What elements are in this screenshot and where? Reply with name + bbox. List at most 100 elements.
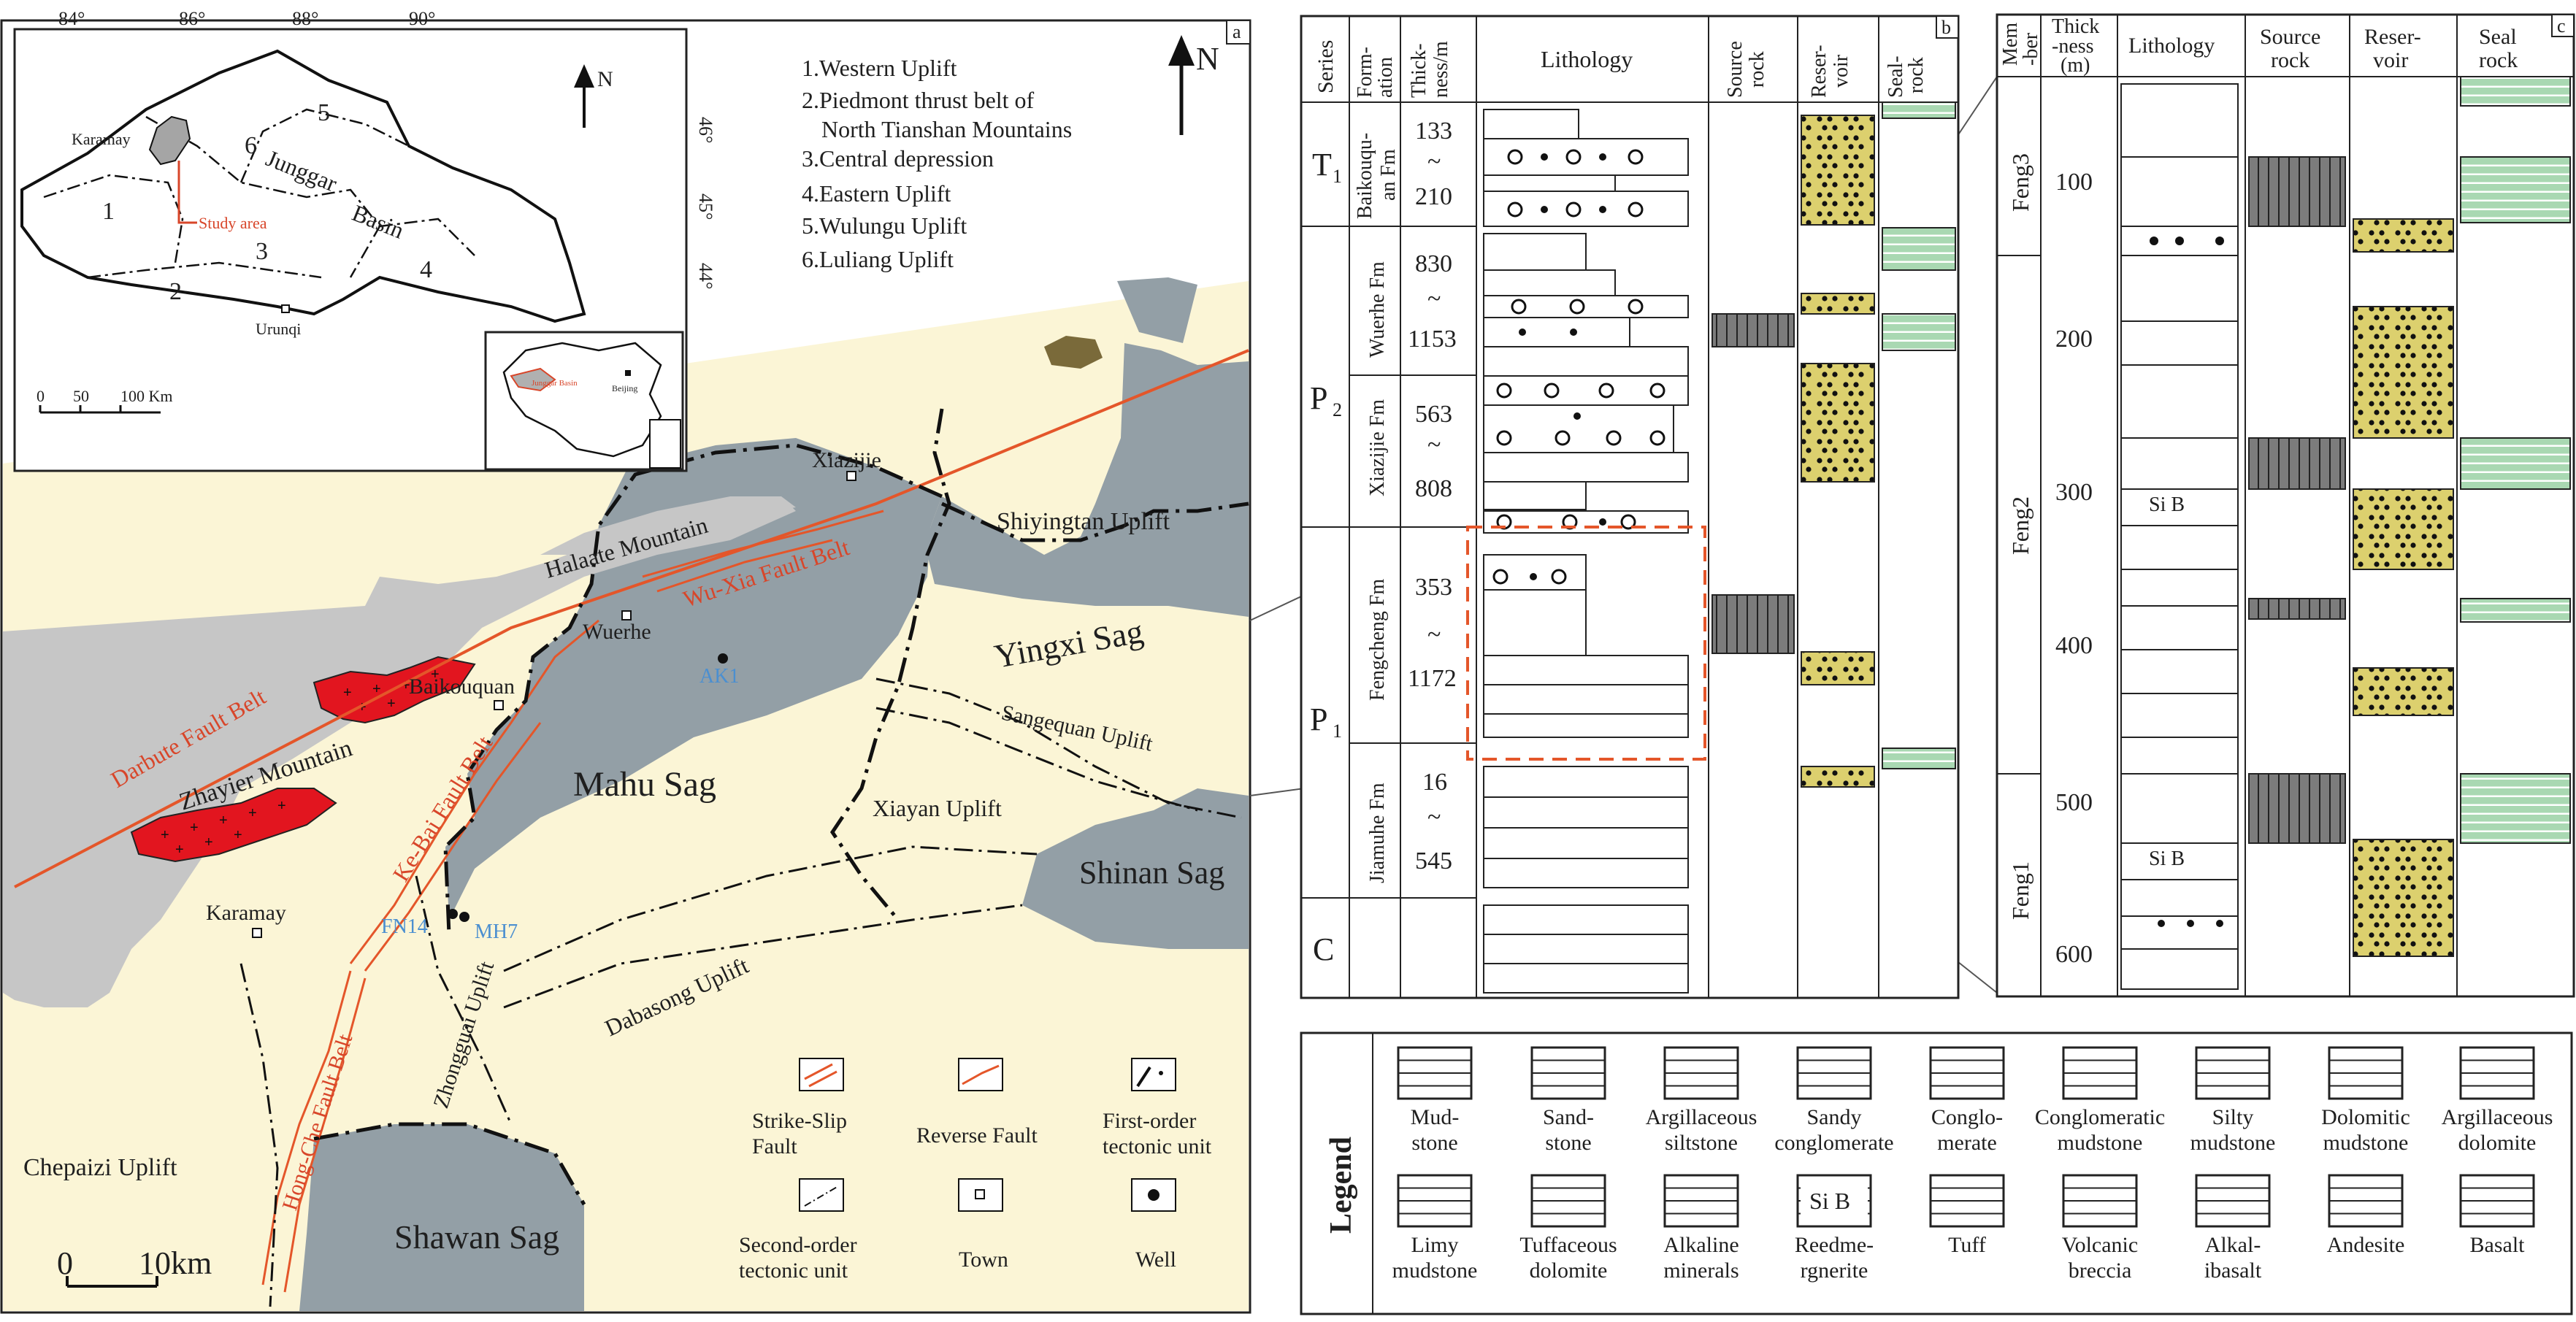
source-rock-block bbox=[2248, 437, 2346, 490]
town-marker bbox=[846, 471, 856, 481]
urumqi-label: Urunqi bbox=[256, 320, 301, 338]
xiazijie-label: Xiazijie bbox=[812, 448, 881, 472]
panel-c-column: Mem -ber Thick -ness (m) Lithology Sourc… bbox=[1996, 13, 2575, 998]
header-reservoir: Reser- bbox=[1808, 45, 1831, 98]
reservoir-block bbox=[1801, 766, 1875, 788]
header-lithology: Lithology bbox=[1541, 46, 1633, 72]
svg-text:16: 16 bbox=[1422, 769, 1447, 796]
reservoir-block bbox=[2353, 306, 2454, 439]
xiayan-label: Xiayan Uplift bbox=[873, 795, 1002, 821]
legend-caption: Silty bbox=[2212, 1105, 2254, 1129]
formation-labels: Baikouqu- an Fm Wuerhe Fm Xiazijie Fm Fe… bbox=[1354, 133, 1400, 883]
legend-caption: Alkal- bbox=[2205, 1233, 2261, 1257]
legend-caption: Dolomitic bbox=[2321, 1105, 2410, 1129]
panel-b-lithology bbox=[1483, 109, 1689, 994]
legend-caption: Limy bbox=[1411, 1233, 1459, 1257]
region-number: 4 bbox=[420, 256, 432, 283]
legend-si-b: Si B bbox=[1809, 1188, 1850, 1214]
study-area-patch bbox=[148, 115, 191, 166]
legend-caption: merate bbox=[1937, 1131, 1997, 1155]
region-number: 6 bbox=[245, 132, 257, 159]
legend-caption: siltstone bbox=[1665, 1131, 1738, 1155]
svg-text:Jiamuhe Fm: Jiamuhe Fm bbox=[1366, 783, 1389, 883]
svg-text:200: 200 bbox=[2055, 326, 2093, 353]
karamay-label: Karamay bbox=[206, 901, 286, 925]
svg-text:210: 210 bbox=[1415, 183, 1452, 210]
si-b-label: Si B bbox=[2149, 848, 2185, 870]
legend-caption: mudstone bbox=[2323, 1131, 2409, 1155]
panel-letter-b: b bbox=[1941, 17, 1951, 38]
svg-text:~: ~ bbox=[1427, 621, 1441, 648]
svg-text:Well: Well bbox=[1135, 1248, 1176, 1272]
lon-label: 90° bbox=[409, 8, 435, 29]
second-order-boundaries bbox=[239, 677, 1242, 1307]
svg-text:600: 600 bbox=[2055, 941, 2093, 968]
seal-rock-block bbox=[1882, 227, 1956, 271]
shinan-sag bbox=[1022, 788, 1249, 949]
source-rock-block bbox=[1711, 313, 1795, 347]
shiyingtan-label: Shiyingtan Uplift bbox=[997, 508, 1170, 535]
fn14-label: FN14 bbox=[381, 915, 428, 938]
region-number: 1 bbox=[102, 198, 115, 225]
reservoir-block bbox=[1801, 363, 1875, 483]
fengcheng-highlight-box bbox=[1466, 526, 1706, 761]
study-area-leader bbox=[177, 161, 197, 224]
beijing-label: Beijing bbox=[612, 383, 637, 393]
svg-text:First-order: First-order bbox=[1103, 1109, 1196, 1133]
lithology-legend: Legend Mud-stoneSand-stoneArgillaceoussi… bbox=[1300, 1031, 2573, 1315]
basin-outline bbox=[20, 49, 586, 323]
svg-text:+: + bbox=[431, 666, 440, 683]
shawan-label: Shawan Sag bbox=[394, 1218, 559, 1256]
svg-text:2: 2 bbox=[1333, 399, 1342, 420]
svg-text:+: + bbox=[402, 677, 410, 693]
legend-caption: Mud- bbox=[1411, 1105, 1460, 1129]
header-thickness: Thick- bbox=[1408, 43, 1430, 98]
svg-text:44°: 44° bbox=[695, 263, 716, 289]
header-source: rock bbox=[1746, 51, 1768, 88]
seal-rock-block bbox=[2460, 76, 2571, 107]
svg-text:N: N bbox=[1196, 41, 1219, 77]
source-rock-block bbox=[2248, 598, 2346, 620]
header-reservoir: Reser- bbox=[2364, 25, 2421, 49]
map-legend-bg bbox=[781, 1051, 1246, 1296]
si-b-label: Si B bbox=[2149, 493, 2185, 516]
shawan-sag bbox=[299, 1124, 584, 1311]
svg-text:3.Central depression: 3.Central depression bbox=[802, 145, 994, 172]
svg-text:100: 100 bbox=[2055, 169, 2093, 196]
svg-text:1153: 1153 bbox=[1408, 326, 1457, 353]
header-formation: ation bbox=[1374, 57, 1397, 98]
legend-caption: dolomite bbox=[2458, 1131, 2537, 1155]
svg-text:46°: 46° bbox=[695, 117, 716, 143]
seal-rock-block bbox=[2460, 156, 2571, 223]
header-seal: rock bbox=[1905, 57, 1928, 93]
well-marker bbox=[448, 909, 458, 919]
svg-text:+: + bbox=[175, 842, 184, 858]
svg-text:Fault: Fault bbox=[752, 1134, 797, 1158]
seal-rock-block bbox=[1882, 748, 1956, 769]
header-seal: Seal bbox=[2479, 25, 2517, 49]
svg-text:400: 400 bbox=[2055, 632, 2093, 659]
header-formation: Form- bbox=[1354, 47, 1376, 98]
svg-text:P: P bbox=[1310, 380, 1327, 416]
panel-letter-box bbox=[1936, 15, 1959, 39]
legend-caption: Argillaceous bbox=[1646, 1105, 1757, 1129]
svg-text:830: 830 bbox=[1415, 250, 1452, 277]
region-number: 5 bbox=[318, 99, 330, 126]
source-rock-block bbox=[2248, 773, 2346, 844]
legend-caption: stone bbox=[1411, 1131, 1457, 1155]
seal-rock-block bbox=[1882, 101, 1956, 119]
legend-caption: rgnerite bbox=[1801, 1258, 1868, 1283]
svg-text:+: + bbox=[248, 805, 257, 821]
svg-text:1: 1 bbox=[1333, 720, 1342, 742]
svg-text:tectonic unit: tectonic unit bbox=[739, 1258, 848, 1283]
panel-b-litho-dots bbox=[1519, 153, 1606, 580]
svg-text:1: 1 bbox=[1333, 166, 1342, 187]
svg-text:Wuerhe Fm: Wuerhe Fm bbox=[1366, 261, 1389, 358]
svg-text:50: 50 bbox=[73, 387, 89, 405]
svg-text:500: 500 bbox=[2055, 789, 2093, 816]
panel-c-litho-dots bbox=[2150, 237, 2224, 927]
legend-caption: Reedme- bbox=[1795, 1233, 1874, 1257]
svg-text:+: + bbox=[372, 681, 381, 697]
china-basin-label: Junggar Basin bbox=[532, 379, 578, 388]
series-labels: T 1 P 2 P 1 C bbox=[1310, 147, 1342, 967]
